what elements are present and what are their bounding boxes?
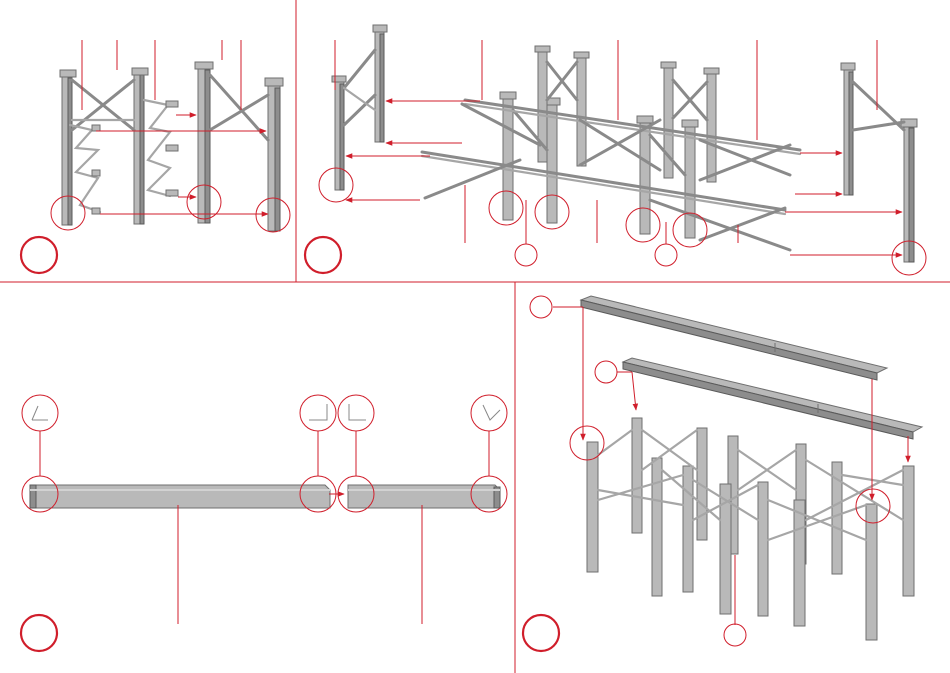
part-callout-ring: [724, 624, 746, 646]
panel-3-callouts: [22, 395, 507, 624]
panel-step-4: [523, 296, 922, 651]
part-callout-ring: [515, 244, 537, 266]
trestle-frame-left: [60, 68, 178, 225]
end-frame-left: [332, 25, 387, 190]
step-1-marker: [21, 237, 57, 273]
profile-detail-ring: [471, 395, 507, 431]
angle-profile-icon: [32, 406, 48, 420]
end-frame-right: [841, 63, 917, 262]
profile-detail-ring: [22, 395, 58, 431]
part-callout-ring: [595, 361, 617, 383]
step-3-marker: [21, 615, 57, 651]
panel-step-3: [21, 395, 507, 651]
panel-1-arrows: [96, 115, 268, 214]
part-callout-ring: [655, 244, 677, 266]
panel-step-1: [21, 40, 290, 273]
stringer-beams: [422, 100, 800, 250]
trestle-frame-right: [195, 62, 283, 231]
part-callout-ring: [530, 296, 552, 318]
profile-detail-ring: [338, 395, 374, 431]
angle-profile-icon: [483, 405, 500, 420]
angle-profile-icon: [349, 404, 366, 420]
beam-left: [30, 485, 330, 508]
step-2-marker: [305, 237, 341, 273]
angle-profile-icon: [309, 404, 327, 420]
panel-2-leaders: [335, 40, 877, 244]
trestle-assembly: [587, 418, 914, 640]
profile-detail-ring: [300, 395, 336, 431]
step-4-marker: [523, 615, 559, 651]
panel-1-leaders: [82, 40, 241, 110]
panel-step-2: [305, 25, 926, 275]
